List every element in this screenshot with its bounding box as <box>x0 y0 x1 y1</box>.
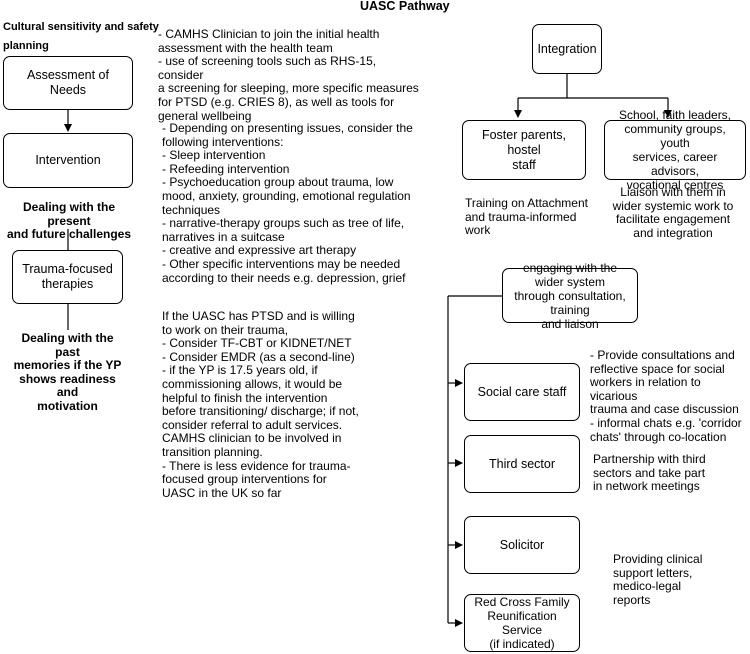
trauma-notes: If the UASC has PTSD and is willing to w… <box>162 309 359 500</box>
assessment-notes: - CAMHS Clinician to join the initial he… <box>158 27 419 123</box>
third-sector-box: Third sector <box>464 435 580 493</box>
intervention-notes: - Depending on presenting issues, consid… <box>162 121 413 285</box>
present-challenges-text: Dealing with the present and future chal… <box>6 200 132 242</box>
past-memories-text: Dealing with the past memories if the YP… <box>13 331 122 413</box>
integration-box: Integration <box>532 24 602 74</box>
solicitor-note: Providing clinical support letters, medi… <box>613 552 703 607</box>
social-care-note: - Provide consultations and reflective s… <box>590 348 742 444</box>
page-title: UASC Pathway <box>360 0 450 13</box>
trauma-focused-box: Trauma-focused therapies <box>12 250 123 304</box>
intervention-box: Intervention <box>3 133 133 188</box>
red-cross-box: Red Cross Family Reunification Service (… <box>464 594 580 652</box>
solicitor-box: Solicitor <box>464 516 580 574</box>
assessment-of-needs-box: Assessment of Needs <box>3 56 133 110</box>
wider-system-box: engaging with the wider system through c… <box>502 261 638 331</box>
third-sector-note: Partnership with third sectors and take … <box>593 452 706 494</box>
social-care-box: Social care staff <box>464 363 580 421</box>
foster-note: Training on Attachment and trauma-inform… <box>465 196 588 238</box>
left-header-text: Cultural sensitivity and safety planning <box>3 21 159 52</box>
school-faith-box: School, faith leaders, community groups,… <box>604 108 746 192</box>
school-note: Liaison with them in wider systemic work… <box>612 185 734 240</box>
foster-parents-box: Foster parents, hostel staff <box>462 120 586 180</box>
